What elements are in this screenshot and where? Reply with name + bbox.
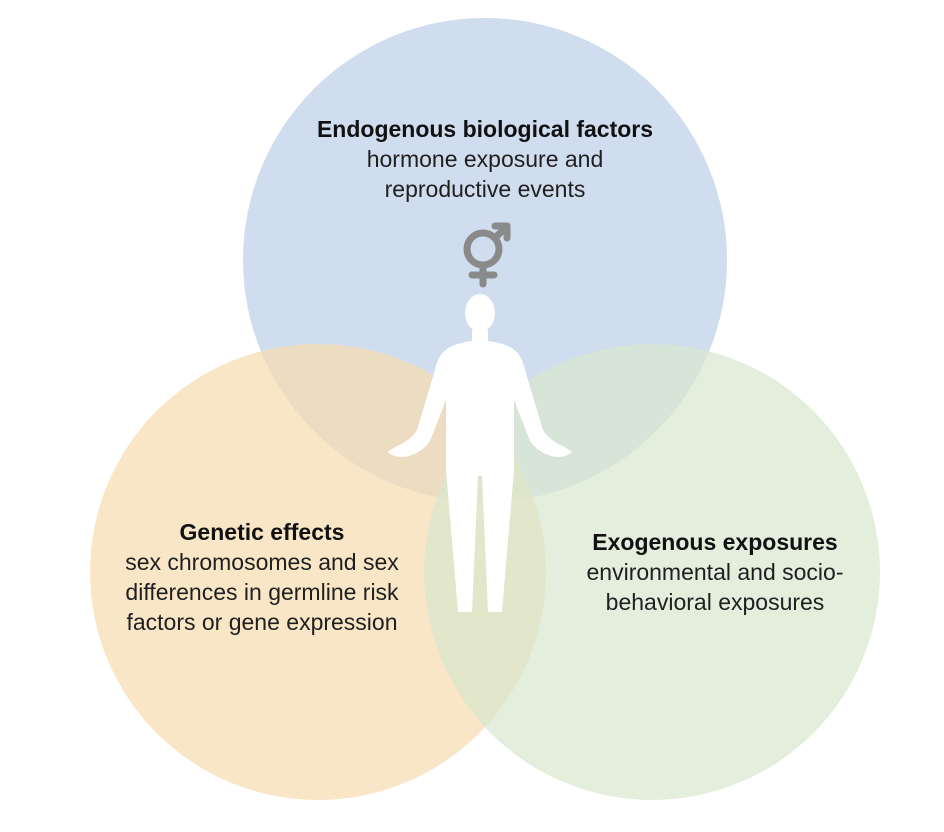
- circle-genetic-effects: [90, 344, 546, 800]
- circle-exogenous-exposures: [424, 344, 880, 800]
- label-genetic-effects: Genetic effects sex chromosomes and sex …: [92, 517, 432, 637]
- title-endogenous-biological-factors: Endogenous biological factors: [316, 116, 654, 142]
- gender-symbol-icon: [463, 222, 511, 288]
- desc-line: environmental and socio-: [586, 559, 844, 585]
- title-genetic-effects: Genetic effects: [179, 519, 345, 545]
- desc-line: factors or gene expression: [126, 609, 398, 635]
- desc-line: sex chromosomes and sex: [125, 549, 399, 575]
- desc-line: behavioral exposures: [605, 589, 825, 615]
- label-exogenous-exposures: Exogenous exposures environmental and so…: [550, 527, 880, 617]
- desc-line: hormone exposure and: [366, 146, 604, 172]
- desc-line: differences in germline risk: [125, 579, 399, 605]
- desc-line: reproductive events: [384, 176, 586, 202]
- label-endogenous-biological-factors: Endogenous biological factors hormone ex…: [285, 114, 685, 204]
- title-exogenous-exposures: Exogenous exposures: [592, 529, 838, 555]
- human-figure-icon: [388, 294, 572, 612]
